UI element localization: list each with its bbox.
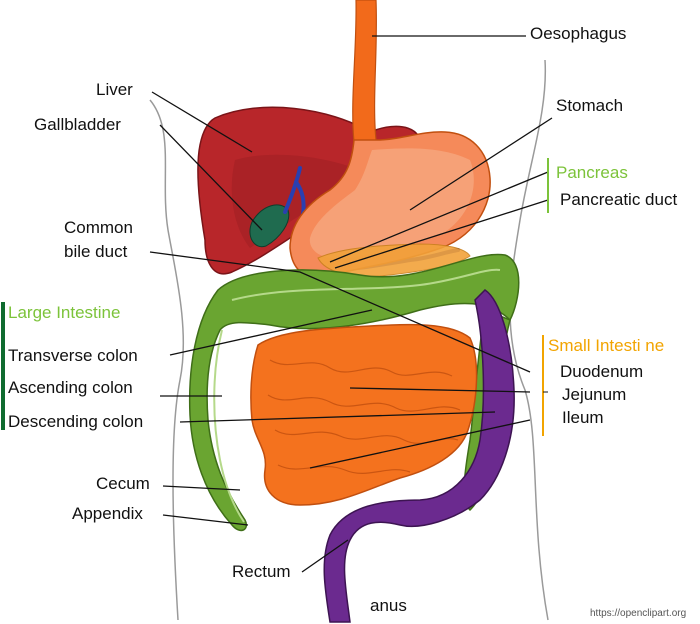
- rectum: [323, 289, 515, 623]
- small-intestine-folds: [267, 359, 461, 474]
- label-common-bile-duct-line2: bile duct: [64, 242, 128, 261]
- label-stomach: Stomach: [556, 96, 624, 115]
- label-liver: Liver: [96, 80, 133, 99]
- label-jejunum: Jejunum: [562, 385, 627, 404]
- label-pancreatic-duct: Pancreatic duct: [560, 190, 678, 209]
- stomach-inner: [309, 148, 474, 259]
- label-transverse-colon: Transverse colon: [8, 346, 138, 365]
- label-small-intestine: Small Intesti ne: [548, 336, 665, 355]
- colon-band: [231, 268, 501, 301]
- colon-band-2: [213, 329, 245, 523]
- label-large-intestine: Large Intestine: [8, 303, 121, 322]
- label-anus: anus: [370, 596, 407, 615]
- leader-lines: [149, 35, 553, 573]
- label-cecum: Cecum: [96, 474, 150, 493]
- oesophagus: [352, 0, 378, 143]
- label-appendix: Appendix: [72, 504, 143, 523]
- label-oesophagus: Oesophagus: [530, 24, 627, 43]
- gallbladder: [249, 204, 290, 248]
- label-common-bile-duct-line1: Common: [64, 218, 133, 237]
- credit-text: https://openclipart.org: [590, 608, 687, 619]
- small-intestine: [250, 323, 478, 506]
- label-ascending-colon: Ascending colon: [8, 378, 133, 397]
- label-ileum: Ileum: [562, 408, 604, 427]
- label-gallbladder: Gallbladder: [34, 115, 121, 134]
- label-descending-colon: Descending colon: [8, 412, 144, 431]
- label-pancreas: Pancreas: [556, 163, 628, 182]
- label-duodenum: Duodenum: [560, 362, 644, 381]
- label-rectum: Rectum: [232, 562, 291, 581]
